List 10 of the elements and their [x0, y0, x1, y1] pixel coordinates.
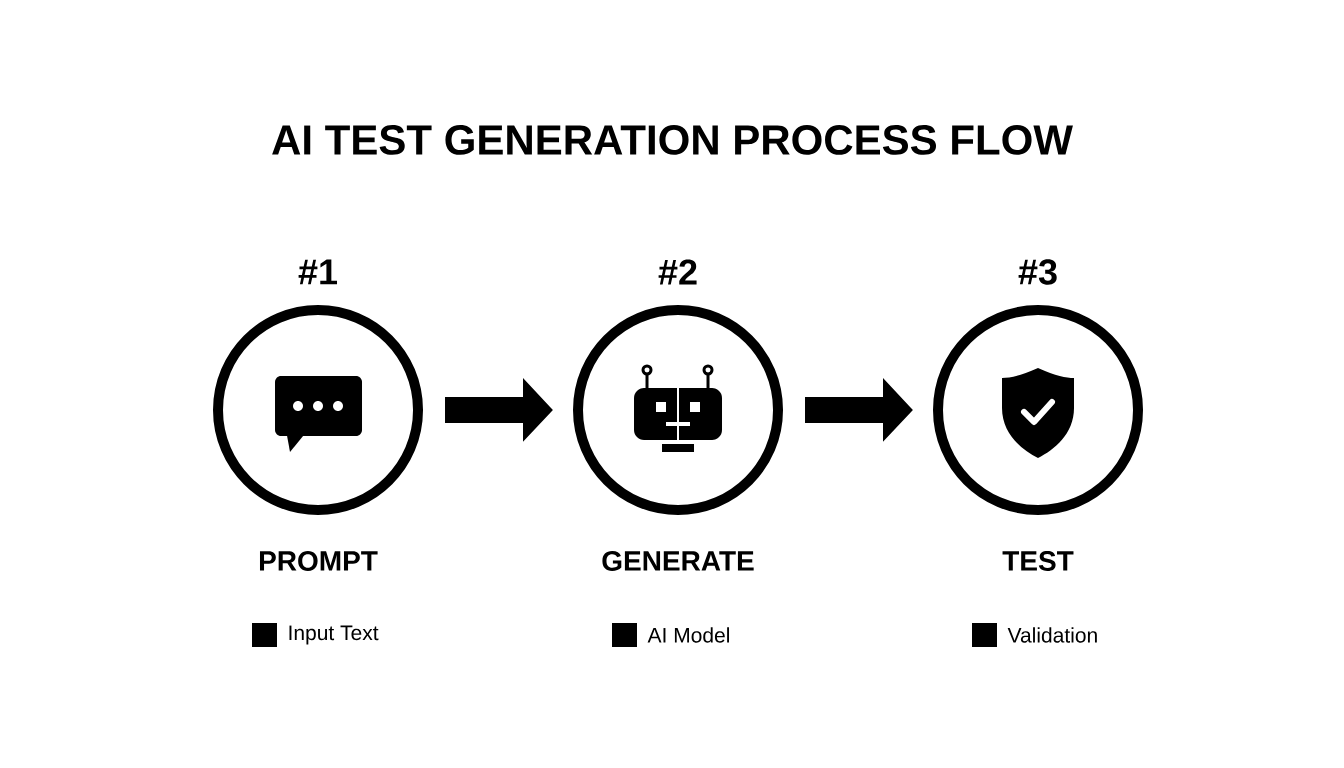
step-label: PROMPT — [260, 551, 378, 571]
step-note: AI Model — [647, 627, 729, 643]
step-note: Validation — [1007, 627, 1097, 643]
step-note: Input Text — [289, 625, 379, 645]
step-label: GENERATE — [602, 551, 754, 571]
step-number: #3 — [1018, 259, 1057, 285]
step-label: TEST — [1002, 551, 1074, 571]
step-number: #2 — [658, 259, 697, 285]
step-number: #1 — [298, 259, 337, 285]
title: AI TEST GENERATION PROCESS FLOW — [272, 125, 1073, 155]
